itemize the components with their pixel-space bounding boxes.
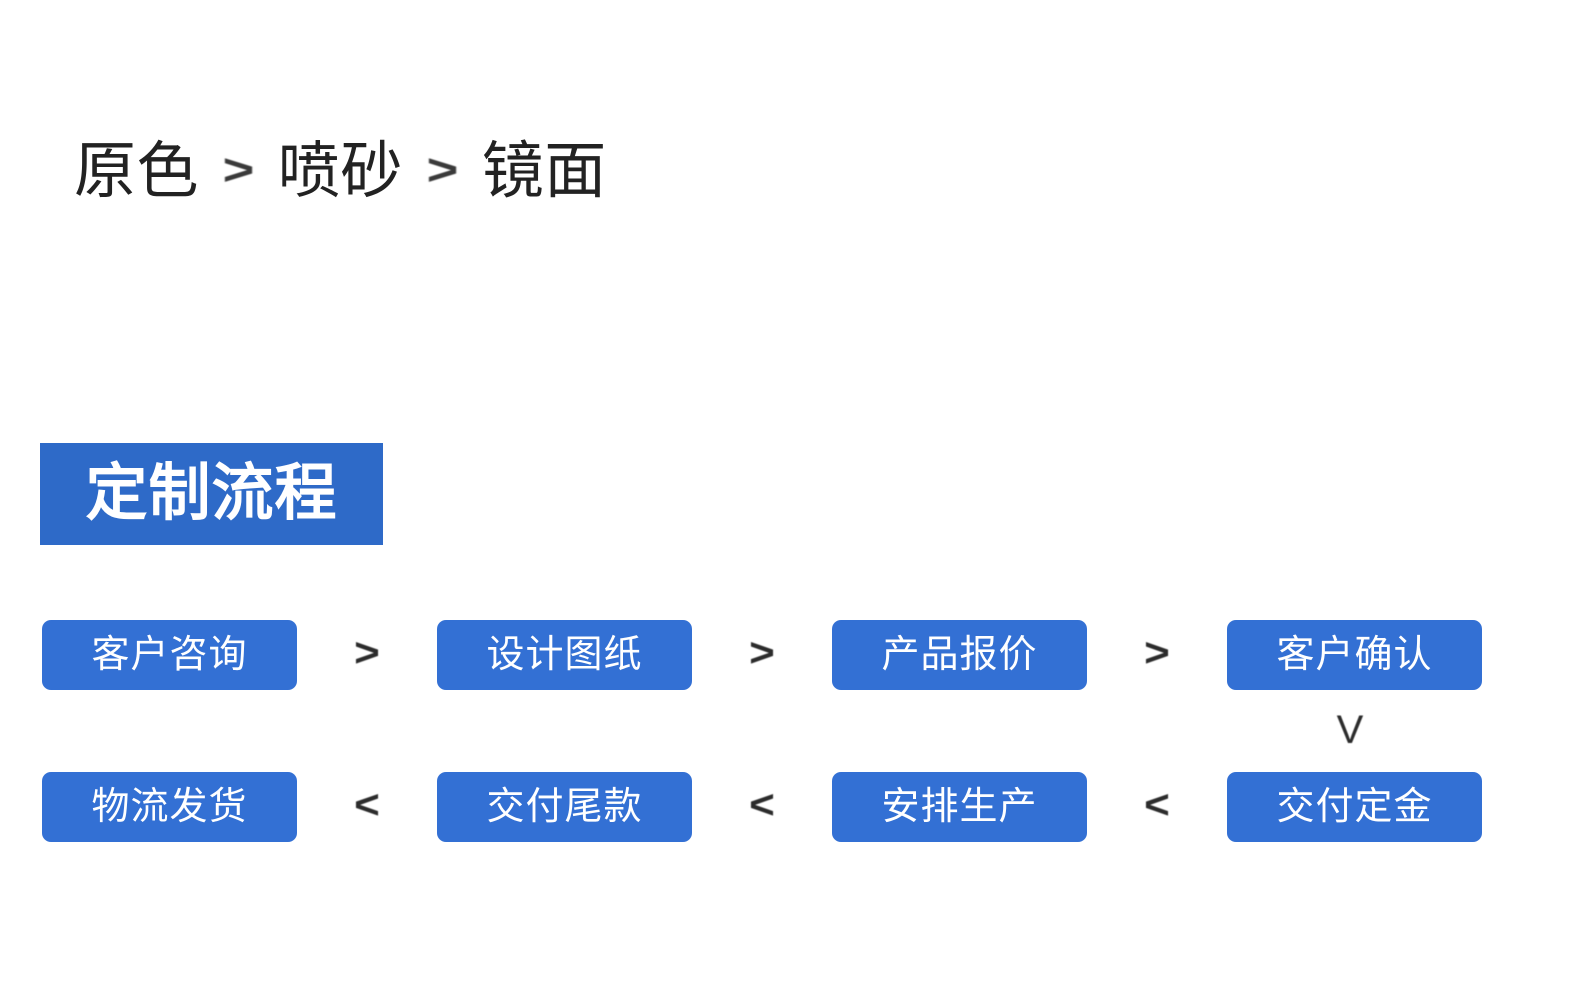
section-heading-label: 定制流程 bbox=[85, 459, 338, 528]
flow-step-label: 安排生产 bbox=[881, 786, 1038, 828]
flow-step-label: 交付定金 bbox=[1276, 786, 1433, 828]
chevron-left-icon: < bbox=[1144, 782, 1170, 827]
flow-row-top: 客户咨询 > 设计图纸 > 产品报价 > 客户确认 bbox=[42, 620, 1482, 690]
flow-step-final-payment[interactable]: 交付尾款 bbox=[437, 772, 692, 842]
flow-step-label: 客户咨询 bbox=[91, 634, 248, 676]
flow-step-product-quote[interactable]: 产品报价 bbox=[832, 620, 1087, 690]
flow-step-label: 物流发货 bbox=[91, 786, 248, 828]
flow-step-logistics-shipping[interactable]: 物流发货 bbox=[42, 772, 297, 842]
flow-step-label: 交付尾款 bbox=[486, 786, 643, 828]
section-heading-badge: 定制流程 bbox=[40, 443, 383, 545]
finish-option-jingmian: 镜面 bbox=[481, 137, 607, 206]
flow-step-label: 产品报价 bbox=[881, 634, 1038, 676]
flow-step-deposit-payment[interactable]: 交付定金 bbox=[1227, 772, 1482, 842]
chevron-left-icon: < bbox=[749, 782, 775, 827]
flow-step-design-drawing[interactable]: 设计图纸 bbox=[437, 620, 692, 690]
finish-option-pensha: 喷砂 bbox=[277, 137, 403, 206]
flow-row-bottom: 物流发货 < 交付尾款 < 安排生产 < 交付定金 bbox=[42, 772, 1482, 842]
flow-step-label: 设计图纸 bbox=[486, 634, 643, 676]
finish-option-yuanse: 原色 bbox=[74, 137, 200, 206]
flow-step-arrange-production[interactable]: 安排生产 bbox=[832, 772, 1087, 842]
chevron-right-icon: > bbox=[354, 630, 380, 675]
chevron-right-icon: > bbox=[222, 144, 255, 194]
flow-step-label: 客户确认 bbox=[1276, 634, 1433, 676]
flow-step-customer-confirm[interactable]: 客户确认 bbox=[1227, 620, 1482, 690]
chevron-down-icon: V bbox=[1336, 708, 1364, 752]
chevron-right-icon: > bbox=[1144, 630, 1170, 675]
flow-step-customer-inquiry[interactable]: 客户咨询 bbox=[42, 620, 297, 690]
chevron-right-icon: > bbox=[749, 630, 775, 675]
chevron-right-icon: > bbox=[426, 144, 459, 194]
finish-sequence: 原色 > 喷砂 > 镜面 bbox=[74, 126, 974, 218]
chevron-left-icon: < bbox=[354, 782, 380, 827]
